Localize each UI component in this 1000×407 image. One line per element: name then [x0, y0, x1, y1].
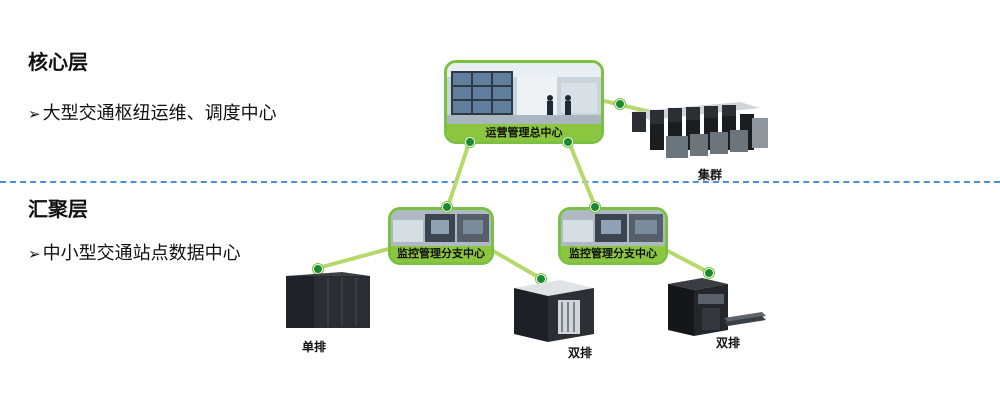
arrow-bullet-icon: ➢ [28, 105, 41, 123]
connector-dot [704, 268, 714, 278]
layer-divider [0, 181, 1000, 183]
connector-dot [465, 137, 475, 147]
ops-center-label: 运营管理总中心 [447, 124, 601, 141]
connector-dot [563, 137, 573, 147]
link-left-branch-to-double-row [486, 246, 542, 280]
link-ops-to-right-branch [566, 138, 597, 208]
link-ops-to-left-branch [446, 138, 472, 208]
core-layer-description: ➢大型交通枢纽运维、调度中心 [28, 100, 288, 128]
core-layer-bullet-text: 大型交通枢纽运维、调度中心 [42, 103, 277, 124]
double-row-module-right[interactable] [662, 274, 768, 338]
core-layer-title: 核心层 [28, 50, 88, 74]
double-row-module-left[interactable] [510, 278, 598, 344]
double-row-right-label: 双排 [716, 336, 741, 350]
aggregation-layer-description: ➢中小型交通站点数据中心 [28, 240, 248, 268]
cluster-label: 集群 [698, 168, 723, 182]
connector-dot [442, 202, 452, 212]
aggregation-layer-title: 汇聚层 [28, 197, 88, 221]
ops-center-node[interactable]: 运营管理总中心 [444, 60, 604, 144]
right-branch-node[interactable]: 监控管理分支中心 [558, 207, 668, 265]
double-row-left-label: 双排 [568, 346, 593, 360]
single-row-rack[interactable] [282, 270, 374, 330]
left-branch-label: 监控管理分支中心 [391, 246, 491, 262]
aggregation-layer-bullet-text: 中小型交通站点数据中心 [42, 243, 241, 264]
connector-dot [590, 202, 600, 212]
left-branch-node[interactable]: 监控管理分支中心 [388, 207, 494, 265]
arrow-bullet-icon: ➢ [28, 245, 41, 263]
connector-dot [313, 264, 323, 274]
single-row-label: 单排 [302, 340, 327, 354]
connector-dot [615, 99, 625, 109]
link-right-branch-to-double-row [660, 246, 710, 274]
link-left-branch-to-single-row [316, 246, 394, 270]
right-branch-label: 监控管理分支中心 [561, 246, 665, 262]
cluster-server-racks[interactable] [620, 98, 770, 166]
